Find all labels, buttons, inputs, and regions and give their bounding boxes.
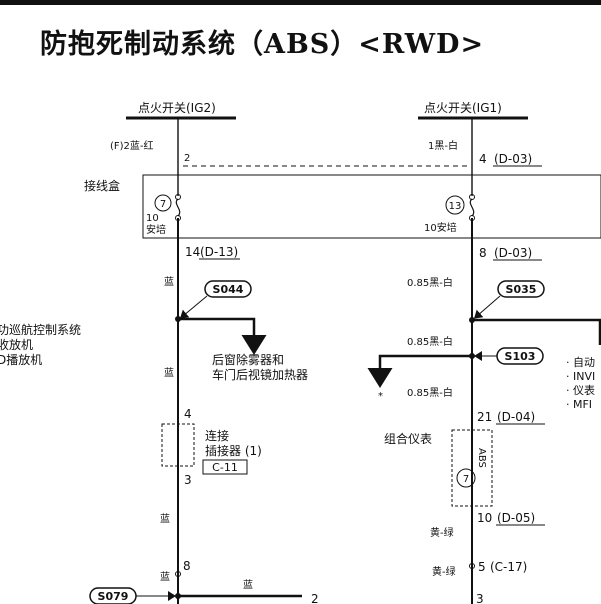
right-fuse-amp: 10安培 <box>424 221 457 234</box>
splice-s044-badge <box>204 280 252 298</box>
left-fuse-number-circle <box>154 194 172 212</box>
right-fuse-number: 13 <box>449 201 462 212</box>
splice-s035-pointer <box>473 295 501 319</box>
splice-s044-label: S044 <box>213 283 244 296</box>
left-fuse-icon <box>175 198 181 217</box>
left-pin-14: 14 <box>185 245 200 259</box>
right-fuse-icon <box>469 198 475 217</box>
connector-c11-dot: · <box>176 441 179 452</box>
splice-s035-label: S035 <box>506 283 537 296</box>
left-fuse-amp: 10 <box>146 213 159 224</box>
right-pin-5: 5 <box>478 560 486 574</box>
right-wire-color-2: 0.85黑-白 <box>407 335 453 348</box>
left-pin-8: 8 <box>183 559 191 573</box>
left-switch-label: 点火开关(IG2) <box>138 101 216 115</box>
right-list-item-1: · 自动 <box>566 356 595 369</box>
top-border-line <box>0 0 601 5</box>
right-pin-8: 8 <box>479 246 487 260</box>
abs-lamp-circle <box>456 468 476 488</box>
branch-star-mark: * <box>378 391 383 402</box>
splice-s079-label: S079 <box>98 590 129 603</box>
left-fuse-unit: 安培 <box>146 223 166 236</box>
left-pin-4: 4 <box>184 407 192 421</box>
left-wire-color-2: 蓝 <box>164 367 174 379</box>
connector-c11-tag <box>202 459 248 475</box>
left-conn-d13: (D-13) <box>200 245 238 259</box>
left-wire-color-5: 蓝 <box>243 579 253 591</box>
right-pin-4: 4 <box>479 152 487 166</box>
page-title: 防抱死制动系统（ABS）<RWD> <box>40 29 485 60</box>
junction-box-label: 接线盒 <box>84 178 120 193</box>
right-wire-color-4: 黄-绿 <box>430 526 454 539</box>
right-list-item-2: · INVI <box>566 370 595 383</box>
connector-label-2: 插接器 (1) <box>205 443 262 458</box>
splice-s035-badge <box>497 280 545 298</box>
left-pin-3: 3 <box>184 473 192 487</box>
right-conn-c17: (C-17) <box>490 560 527 574</box>
connector-c11-box <box>161 423 195 467</box>
branch-left-s103 <box>367 354 472 388</box>
right-wire-top-label: 1黑-白 <box>428 139 458 152</box>
left-pin-2b: 2 <box>311 592 319 604</box>
left-clipped-line-3: D播放机 <box>0 352 42 367</box>
rear-defogger-label-1: 后窗除雾器和 <box>212 352 284 367</box>
right-conn-d03-b: (D-03) <box>494 246 532 260</box>
right-list-item-3: · 仪表 <box>566 383 595 397</box>
right-fuse-number-circle <box>445 195 465 215</box>
left-pin-2: 2 <box>184 153 190 164</box>
left-wire-color-1: 蓝 <box>164 276 174 288</box>
left-fuse-terminal-bottom <box>175 215 181 221</box>
right-conn-d05: (D-05) <box>497 511 535 525</box>
rear-defogger-label-2: 车门后视镜加热器 <box>212 367 308 382</box>
splice-s103-label: S103 <box>505 350 536 363</box>
right-pin-3b: 3 <box>476 592 484 604</box>
right-conn-d04: (D-04) <box>497 410 535 424</box>
left-wire-color-4: 蓝 <box>160 571 170 583</box>
left-wire-color-3: 蓝 <box>160 513 170 525</box>
right-list-item-4: · MFI <box>566 398 592 411</box>
right-pin-21: 21 <box>477 410 492 424</box>
right-wire-color-5: 黄-绿 <box>432 565 456 578</box>
connector-label-1: 连接 <box>205 428 229 443</box>
splice-s044-pointer <box>179 295 208 319</box>
abs-warning-label: ABS <box>476 448 487 468</box>
left-clipped-line-2: 收放机 <box>0 337 33 352</box>
left-fuse-number: 7 <box>160 199 166 210</box>
right-bottom-terminal <box>469 563 475 569</box>
junction-box <box>142 174 601 239</box>
right-switch-label: 点火开关(IG1) <box>424 101 502 115</box>
meter-box <box>451 429 493 507</box>
branch-rear-defogger <box>178 317 267 355</box>
right-pin-10: 10 <box>477 511 492 525</box>
left-clipped-line-1: 功巡航控制系统 <box>0 322 81 337</box>
right-conn-d03-a: (D-03) <box>494 152 532 166</box>
meter-label: 组合仪表 <box>384 431 432 446</box>
right-fuse-terminal-bottom <box>469 215 475 221</box>
left-bottom-terminal <box>175 571 181 577</box>
abs-lamp-number: 7 <box>463 474 469 485</box>
right-wire-color-1: 0.85黑-白 <box>407 276 453 289</box>
left-wire-top-label: (F)2蓝-红 <box>110 139 154 152</box>
connector-c11-code: C-11 <box>212 461 238 474</box>
right-wire-color-3: 0.85黑-白 <box>407 386 453 399</box>
